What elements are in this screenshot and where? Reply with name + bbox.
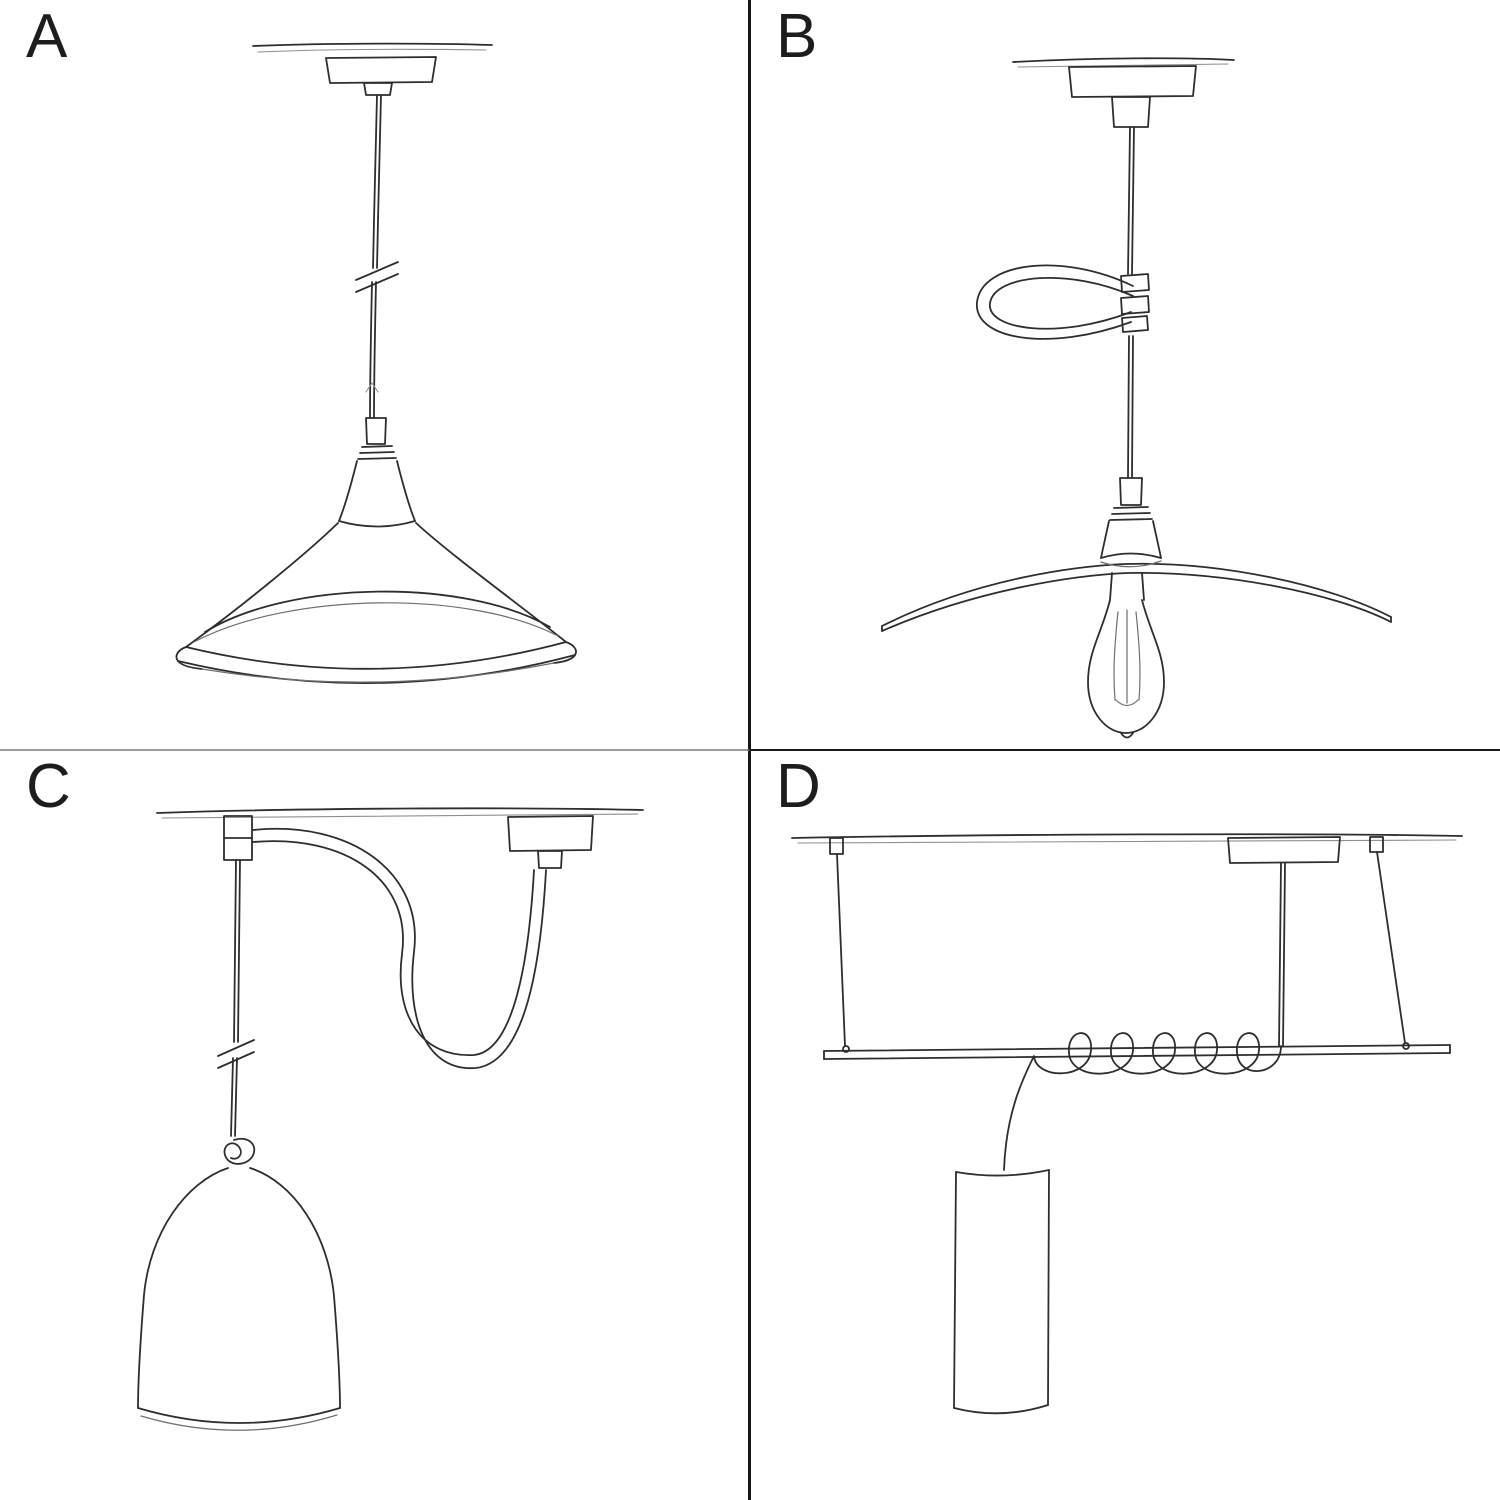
- bar-coiled-cable-tube-pendant-sketch-icon: [791, 833, 1463, 1415]
- panel-b-label: B: [776, 2, 819, 71]
- industrial-bowl-pendant-sketch-icon: [175, 42, 577, 684]
- panel-option-d: D: [750, 750, 1500, 1500]
- panel-option-a: A: [0, 0, 750, 750]
- panel-a-label: A: [26, 2, 69, 71]
- panel-d-label: D: [776, 752, 822, 821]
- panel-c-label: C: [26, 752, 72, 821]
- horizontal-divider: [0, 749, 1500, 751]
- panel-option-b: B: [750, 0, 1500, 750]
- panel-option-c: C: [0, 750, 750, 1500]
- swag-bell-shade-pendant-sketch-icon: [137, 807, 644, 1431]
- flat-shade-bulb-pendant-sketch-icon: [881, 57, 1392, 739]
